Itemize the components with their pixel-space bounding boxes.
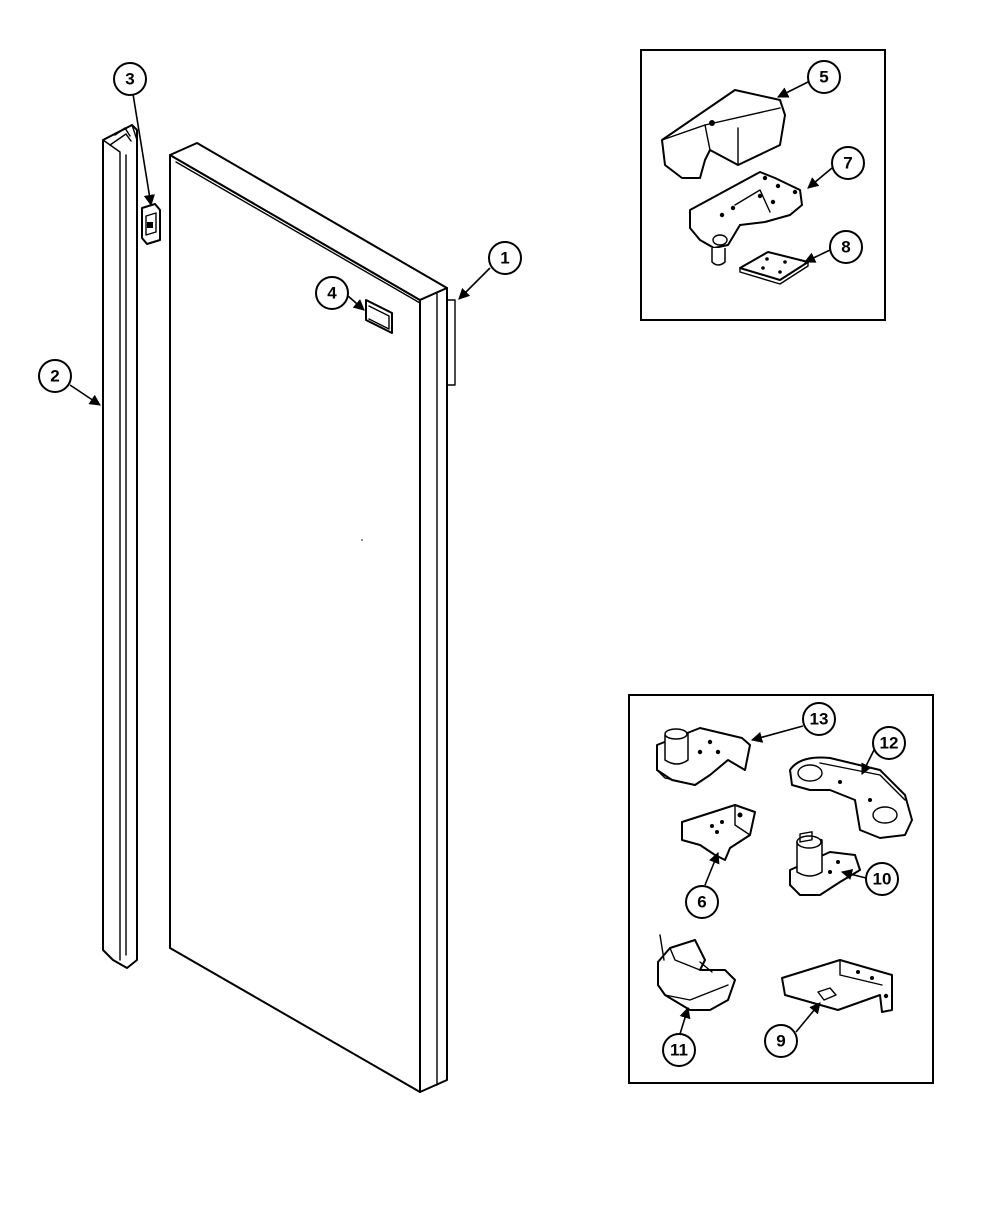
- callout-7: 7: [831, 146, 865, 180]
- callout-6: 6: [685, 885, 719, 919]
- callout-4: 4: [315, 276, 349, 310]
- hinge-shim: [739, 251, 809, 285]
- hinge-plate-upper: [689, 171, 803, 266]
- label-plate: [365, 299, 393, 334]
- callout-11: 11: [662, 1033, 696, 1067]
- callouts: 1 2 3 4 5 7: [38, 60, 906, 1067]
- svg-text:1: 1: [500, 249, 509, 268]
- svg-text:2: 2: [50, 367, 59, 386]
- callout-8: 8: [829, 230, 863, 264]
- callout-3: 3: [113, 62, 147, 96]
- hinge-pin-assembly: [789, 835, 861, 896]
- svg-text:13: 13: [810, 710, 829, 729]
- hinge-cover: [661, 89, 786, 179]
- svg-text:12: 12: [880, 734, 899, 753]
- hinge-shim-plate: [681, 804, 756, 861]
- door-handle-trim: [102, 124, 138, 969]
- hinge-angle-bracket: [781, 831, 893, 1013]
- svg-text:8: 8: [841, 238, 850, 257]
- svg-text:5: 5: [819, 68, 828, 87]
- callout-13: 13: [802, 702, 836, 736]
- svg-text:10: 10: [873, 870, 892, 889]
- callout-10: 10: [865, 862, 899, 896]
- hinge-bracket-double: [789, 756, 913, 839]
- callout-5: 5: [807, 60, 841, 94]
- hinge-parts-box-lower: [628, 694, 934, 1084]
- svg-text:11: 11: [670, 1041, 688, 1060]
- svg-text:4: 4: [327, 284, 337, 303]
- svg-text:6: 6: [697, 893, 706, 912]
- handle-clip: [141, 203, 161, 245]
- callout-12: 12: [872, 726, 906, 760]
- callout-2: 2: [38, 359, 72, 393]
- hinge-bottom-pin: [656, 727, 751, 786]
- svg-text:9: 9: [776, 1032, 785, 1051]
- svg-text:7: 7: [843, 154, 852, 173]
- hinge-parts-box-upper: [640, 49, 886, 321]
- callout-9: 9: [764, 1024, 798, 1058]
- callout-1: 1: [488, 241, 522, 275]
- svg-text:3: 3: [125, 70, 134, 89]
- door-panel: [169, 142, 456, 1093]
- hinge-cover-lower: [657, 934, 736, 1011]
